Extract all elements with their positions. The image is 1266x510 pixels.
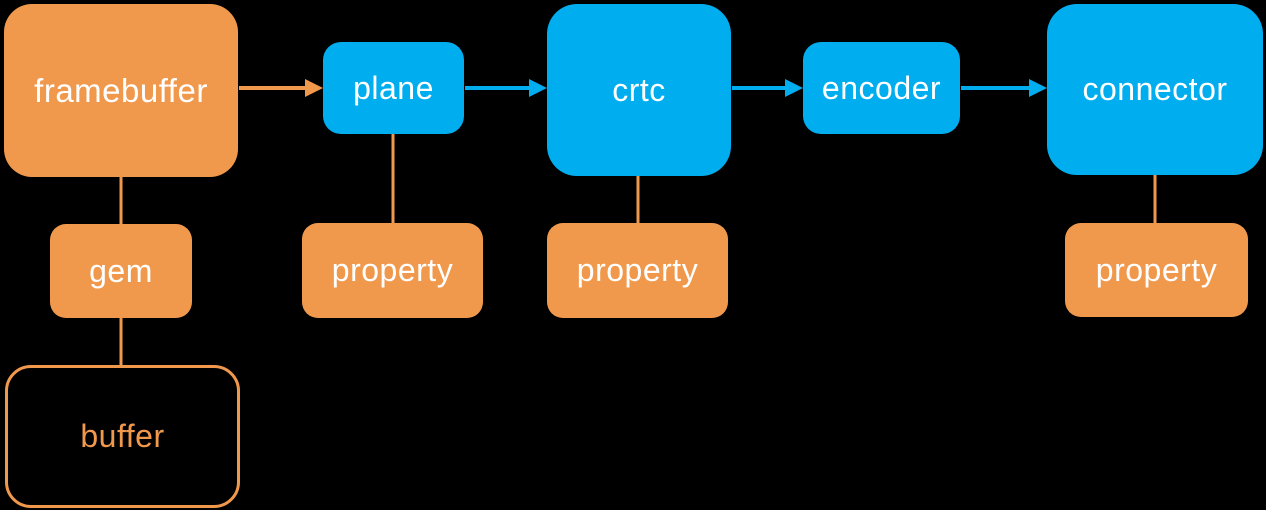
node-plane-label: plane xyxy=(353,69,434,106)
node-property-crtc-label: property xyxy=(576,252,699,288)
node-property-connector: property xyxy=(1065,223,1248,317)
edge-encoder-connector-arrowhead xyxy=(1029,79,1047,97)
node-crtc-label: crtc xyxy=(612,71,666,108)
node-framebuffer-label: framebuffer xyxy=(34,71,208,109)
edge-framebuffer-plane-arrowhead xyxy=(305,79,323,97)
node-encoder: encoder xyxy=(803,42,960,134)
node-property-plane: property xyxy=(302,223,483,318)
node-gem-label: gem xyxy=(89,252,153,289)
node-encoder-label: encoder xyxy=(821,69,942,106)
node-connector-label: connector xyxy=(1082,71,1228,107)
node-connector: connector xyxy=(1047,4,1263,175)
edge-plane-crtc-arrowhead xyxy=(529,79,547,97)
node-crtc: crtc xyxy=(547,4,731,176)
node-property-plane-label: property xyxy=(331,252,454,288)
edge-crtc-encoder-arrowhead xyxy=(785,79,803,97)
node-property-connector-label: property xyxy=(1095,251,1218,288)
node-framebuffer: framebuffer xyxy=(4,4,238,177)
node-buffer: buffer xyxy=(5,365,240,508)
node-plane: plane xyxy=(323,42,464,134)
node-gem: gem xyxy=(50,224,192,318)
node-property-crtc: property xyxy=(547,223,728,318)
node-buffer-label: buffer xyxy=(80,418,165,454)
